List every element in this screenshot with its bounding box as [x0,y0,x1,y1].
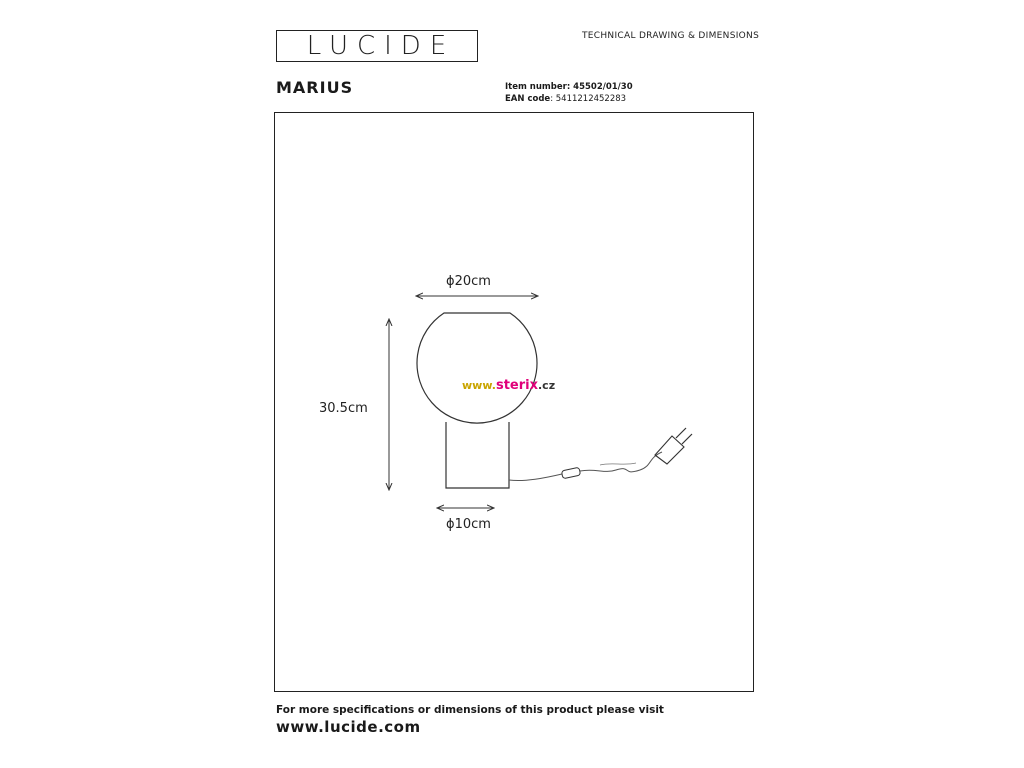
lamp-globe [416,312,538,424]
watermark-brand: sterix [496,378,539,393]
product-name: MARIUS [276,78,354,97]
footer-url[interactable]: www.lucide.com [276,718,421,736]
item-number-value: : 45502/01/30 [566,82,633,92]
height-label: 30.5cm [319,401,368,416]
ean-row: EAN code: 5411212452283 [505,93,633,105]
lamp-base [445,422,510,489]
ean-label: EAN code [505,94,551,104]
watermark: www.sterix.cz [462,378,555,393]
height-dimension: 30.5cm [319,319,389,490]
power-cord [508,427,693,481]
document-type: TECHNICAL DRAWING & DIMENSIONS [582,31,760,41]
cord-coil [599,462,637,466]
item-number-row: Item number: 45502/01/30 [505,81,633,93]
cord-segment-1 [508,473,563,481]
plug-pin-2 [681,433,693,445]
plug-pin-1 [675,427,687,439]
product-meta: Item number: 45502/01/30 EAN code: 54112… [505,81,633,105]
cord-segment-2 [579,451,663,473]
inline-switch [561,467,581,479]
top-diameter-label: ϕ20cm [446,274,491,289]
watermark-suffix: .cz [538,379,555,392]
base-diameter-dimension: ϕ10cm [437,508,494,532]
logo-text: LUCIDE [306,31,456,61]
base-diameter-label: ϕ10cm [446,517,491,532]
ean-value: : 5411212452283 [550,94,627,104]
watermark-prefix: www. [462,379,496,392]
drawing-frame [274,112,754,692]
brand-logo: LUCIDE [276,30,478,62]
footer-note: For more specifications or dimensions of… [276,704,664,716]
plug-body [654,435,685,465]
top-diameter-dimension: ϕ20cm [416,274,538,296]
item-number-label: Item number [505,82,567,92]
